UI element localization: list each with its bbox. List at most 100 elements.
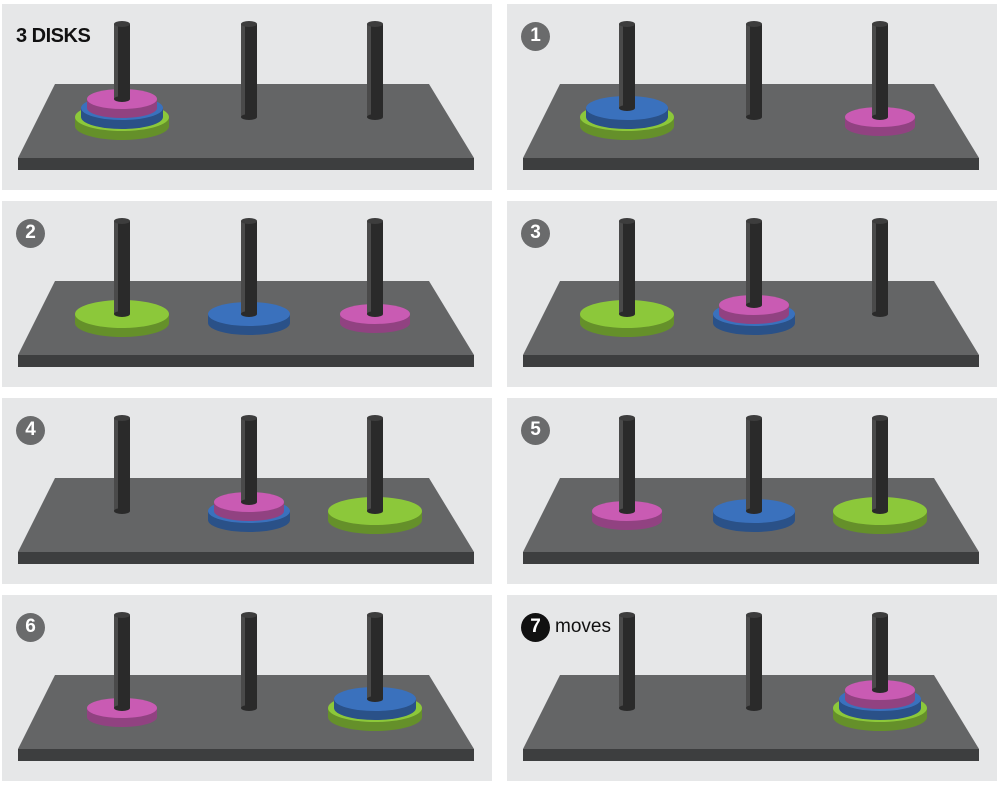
- peg-bottom: [241, 705, 257, 711]
- peg-highlight: [241, 221, 245, 314]
- peg-highlight: [114, 615, 118, 708]
- peg-bottom: [241, 311, 257, 317]
- peg-bottom: [367, 508, 383, 514]
- peg-top: [619, 415, 635, 421]
- peg-top: [619, 21, 635, 27]
- step-badge-final: 7: [521, 612, 550, 642]
- peg-top: [746, 612, 762, 618]
- title-3-disks: 3 DISKS: [16, 24, 91, 47]
- panel-label: 4: [16, 414, 45, 446]
- peg-bottom: [872, 114, 888, 120]
- peg-top: [241, 612, 257, 618]
- peg-highlight: [367, 24, 371, 117]
- peg-highlight: [619, 615, 623, 708]
- peg-top: [367, 218, 383, 224]
- step-badge: 6: [16, 612, 45, 642]
- panel-label: 3 DISKS: [16, 20, 91, 52]
- panel-label: 1: [521, 20, 550, 52]
- moves-label: moves: [555, 616, 611, 637]
- peg-highlight: [619, 24, 623, 108]
- peg-bottom: [114, 508, 130, 514]
- peg-top: [872, 415, 888, 421]
- peg-top: [241, 415, 257, 421]
- peg-bottom: [367, 696, 383, 702]
- peg-top: [114, 21, 130, 27]
- board-front: [523, 552, 979, 564]
- board-front: [523, 158, 979, 170]
- peg-top: [872, 218, 888, 224]
- peg-highlight: [746, 615, 750, 708]
- step-badge: 4: [16, 415, 45, 445]
- step-badge: 1: [521, 21, 550, 51]
- board-front: [18, 158, 474, 170]
- peg-highlight: [746, 221, 750, 305]
- panel-move-5: 5: [507, 398, 997, 584]
- peg-highlight: [241, 24, 245, 117]
- panel-move-6: 6: [2, 595, 492, 781]
- peg-bottom: [241, 114, 257, 120]
- peg-bottom: [114, 311, 130, 317]
- panel-move-7: 7 moves: [507, 595, 997, 781]
- peg-bottom: [114, 96, 130, 102]
- peg-bottom: [367, 311, 383, 317]
- peg-highlight: [872, 418, 876, 511]
- peg-bottom: [746, 508, 762, 514]
- panel-initial: 3 DISKS: [2, 4, 492, 190]
- panel-label: 7 moves: [521, 611, 611, 643]
- hanoi-scene: [523, 218, 979, 367]
- panel-label: 2: [16, 217, 45, 249]
- peg-bottom: [619, 105, 635, 111]
- peg-highlight: [241, 615, 245, 708]
- board-front: [523, 749, 979, 761]
- board-front: [18, 749, 474, 761]
- peg-highlight: [619, 418, 623, 511]
- peg-highlight: [872, 615, 876, 690]
- hanoi-scene: [523, 415, 979, 564]
- panel-label: 5: [521, 414, 550, 446]
- peg-highlight: [114, 221, 118, 314]
- board-front: [523, 355, 979, 367]
- peg-highlight: [114, 24, 118, 99]
- peg-bottom: [872, 687, 888, 693]
- step-badge: 3: [521, 218, 550, 248]
- peg-highlight: [619, 221, 623, 314]
- peg-highlight: [367, 615, 371, 699]
- panel-move-3: 3: [507, 201, 997, 387]
- hanoi-scene: [18, 21, 474, 170]
- peg-highlight: [241, 418, 245, 502]
- peg-bottom: [746, 705, 762, 711]
- panel-move-1: 1: [507, 4, 997, 190]
- board-front: [18, 355, 474, 367]
- peg-bottom: [114, 705, 130, 711]
- panel-move-4: 4: [2, 398, 492, 584]
- peg-highlight: [872, 221, 876, 314]
- peg-highlight: [872, 24, 876, 117]
- peg-bottom: [872, 508, 888, 514]
- hanoi-scene: [523, 612, 979, 761]
- peg-top: [114, 415, 130, 421]
- peg-top: [241, 21, 257, 27]
- peg-highlight: [114, 418, 118, 511]
- peg-top: [872, 21, 888, 27]
- panel-move-2: 2: [2, 201, 492, 387]
- peg-bottom: [746, 114, 762, 120]
- step-badge: 2: [16, 218, 45, 248]
- panel-label: 3: [521, 217, 550, 249]
- peg-top: [367, 21, 383, 27]
- peg-highlight: [367, 221, 371, 314]
- peg-top: [114, 218, 130, 224]
- peg-top: [746, 218, 762, 224]
- peg-bottom: [367, 114, 383, 120]
- peg-bottom: [619, 311, 635, 317]
- peg-top: [114, 612, 130, 618]
- peg-top: [746, 21, 762, 27]
- hanoi-scene: [523, 21, 979, 170]
- step-badge: 5: [521, 415, 550, 445]
- peg-top: [241, 218, 257, 224]
- panel-label: 6: [16, 611, 45, 643]
- peg-bottom: [241, 499, 257, 505]
- peg-bottom: [746, 302, 762, 308]
- peg-top: [367, 612, 383, 618]
- peg-top: [746, 415, 762, 421]
